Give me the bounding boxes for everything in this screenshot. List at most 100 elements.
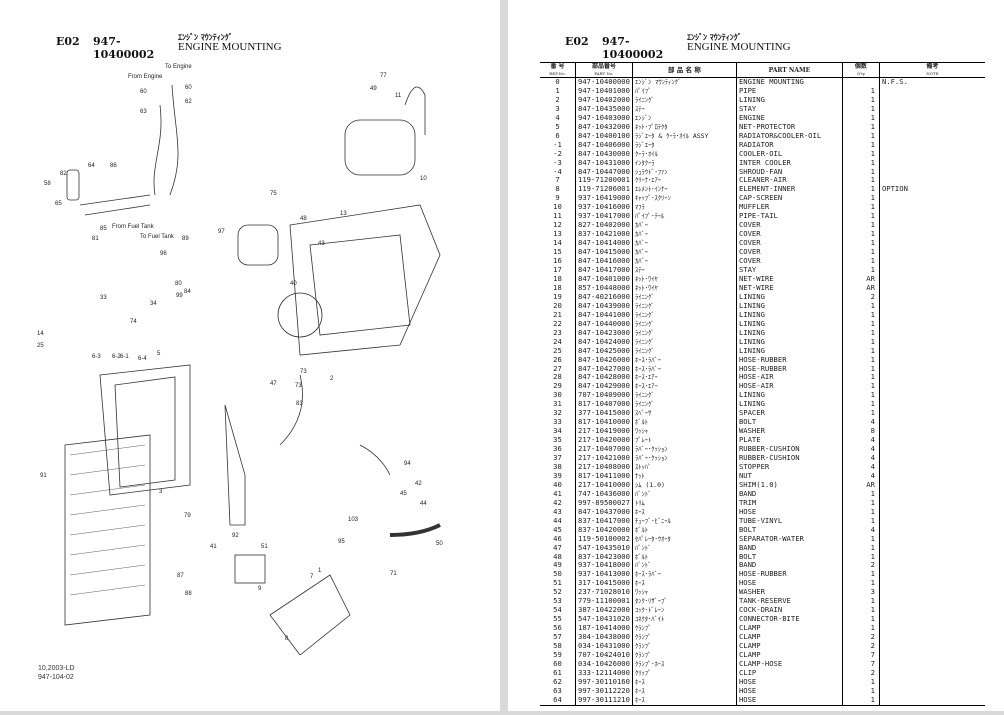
ref-no: 35 [553,436,562,445]
part-name-jp: ﾗｲﾆﾝｸﾞ [631,310,737,320]
col-name-jp: 部 品 名 称 [631,62,737,78]
callout-number: 10 [420,176,427,182]
note [878,534,985,544]
callout-number: 5 [157,351,161,357]
ref-no: 43 [553,507,562,516]
quantity: 1 [841,221,880,231]
part-name-jp: ｸｰﾗ･ｵｲﾙ [631,149,737,159]
fan-drawing [277,292,323,338]
part-name: LINING [735,301,843,311]
quantity: 2 [841,642,880,651]
quantity: 4 [841,525,880,535]
part-name: BOLT [735,418,843,428]
part-name: CONNECTOR-BITE [735,615,843,625]
ref-no: 53 [553,597,562,606]
quantity: 1 [841,113,880,123]
part-number: 847-10417000 [575,266,633,275]
part-name-jp: ﾎﾞﾙﾄ [631,525,737,535]
part-name-jp: ﾗﾊﾞｰ･ｸｯｼｮﾝ [631,454,737,463]
quantity: AR [841,274,880,284]
ref-no: 62 [553,677,562,686]
ref-no: -3 [553,158,562,167]
note [878,633,985,643]
part-name-jp: ｲﾝﾀｸｰﾗ [631,158,737,168]
callout-number: 85 [100,226,107,232]
ref-no: 20 [553,301,562,310]
col-part-name: PART NAME [735,62,843,78]
callout-number: 103 [348,517,359,523]
ref-no: 4 [555,113,560,122]
callout-number: 2 [330,376,334,382]
quantity: 1 [841,203,880,213]
part-name-jp: ｶﾊﾞｰ [631,230,737,240]
part-name-jp: ﾗｼﾞｴｰﾀ [631,140,737,150]
note [878,266,985,275]
callout-number: 81 [92,236,99,242]
part-name: HOSE-RUBBER [735,355,843,365]
note [878,355,985,365]
callout-number: 6-3 [92,354,101,360]
part-name: LINING [735,328,843,338]
part-name-jp: ｽﾍﾟｰｻ [631,409,737,419]
quantity: 1 [841,310,880,320]
quantity: 3 [841,588,880,598]
ref-no: 64 [540,695,576,706]
quantity: 1 [841,95,880,105]
quantity: 4 [841,471,880,481]
quantity: 1 [841,373,880,383]
note [878,149,985,159]
ref-no: 39 [553,471,562,480]
ref-no: 26 [553,355,562,364]
part-name-jp: ｶﾊﾞｰ [631,257,737,267]
part-number: 847-10414000 [575,239,633,249]
part-number: 187-10414000 [575,624,633,634]
note [878,516,985,526]
callout-number: 82 [60,171,67,177]
part-name-jp: ﾀﾝｸ･ﾘｻﾞｰﾌﾞ [631,597,737,607]
part-name: CLAMP [735,633,843,643]
note [878,427,985,437]
note [878,642,985,651]
part-name: PIPE-TAIL [735,212,843,222]
ref-no: 45 [553,525,562,534]
note [878,543,985,553]
part-name-jp: ﾊﾞﾝﾄﾞ [631,561,737,571]
part-number: 847-10431000 [575,158,633,168]
part-name: CLAMP [735,624,843,634]
part-name: COOLER-OIL [735,149,843,159]
part-name: CAP-SCREEN [735,194,843,204]
ref-no: 25 [553,346,562,355]
quantity: 1 [841,606,880,616]
part-name-jp: ｽﾃｰ [631,104,737,114]
part-name-jp: ﾊﾟｲﾌﾟ [631,86,737,96]
quantity: 1 [841,686,880,696]
part-name-jp: ﾎｰｽ･ﾗﾊﾞｰ [631,364,737,374]
callout-number: 6-2 [112,354,121,360]
quantity: 1 [841,86,880,96]
part-name-jp: ｸﾗﾝﾌﾟ [631,651,737,660]
quantity: 1 [841,400,880,410]
quantity: 1 [841,122,880,132]
footer-ref: 947-104-02 [38,674,74,681]
callout-number: 40 [290,281,297,287]
quantity: 1 [841,176,880,186]
muffler-drawing [344,119,416,176]
quantity: 1 [841,248,880,258]
callout-number: 48 [300,216,307,222]
note [878,668,985,678]
callout-number: 50 [436,541,443,547]
part-name: NET-WIRE [735,274,843,284]
ref-no: 2 [555,95,560,104]
